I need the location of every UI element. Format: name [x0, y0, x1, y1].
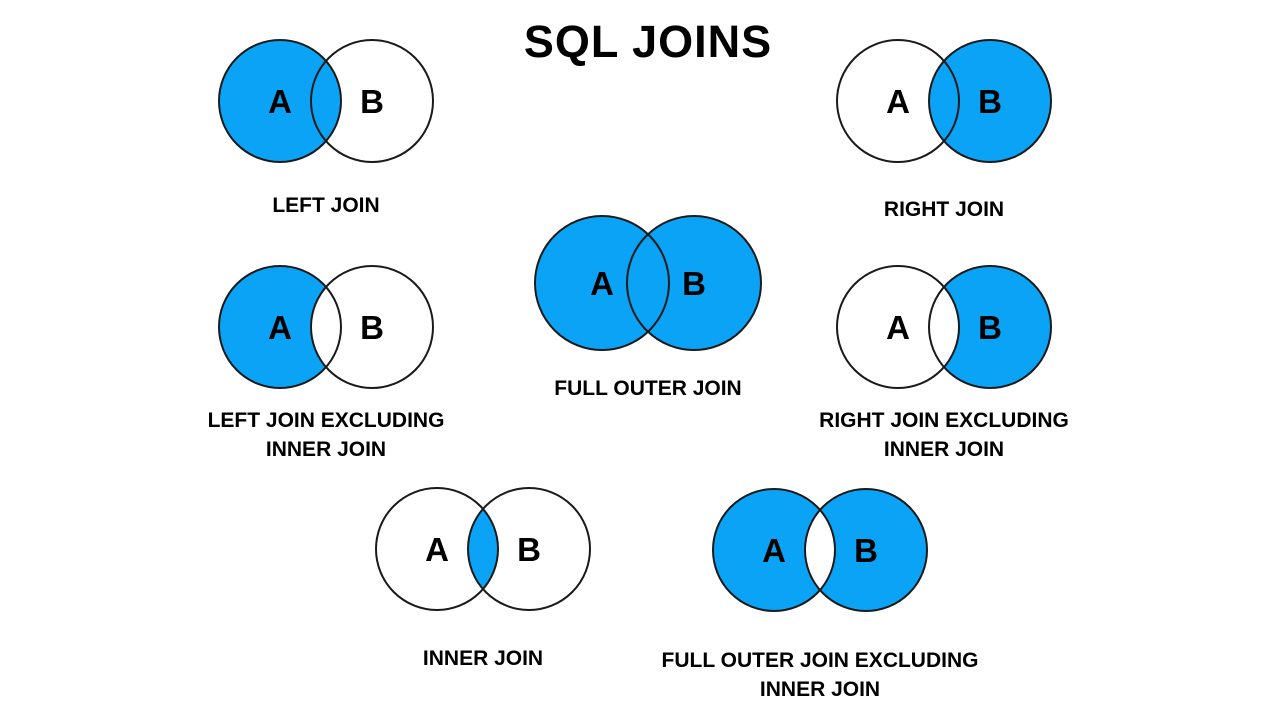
circle-b-outline [804, 488, 928, 612]
set-label-b: B [517, 531, 541, 568]
circle-a-outline [836, 265, 960, 389]
page-title: SQL JOINS [523, 16, 773, 67]
set-label-b: B [682, 265, 706, 302]
circle-a-fill [219, 40, 341, 162]
set-label-a: A [590, 265, 614, 302]
venn-inner-join: A B INNER JOIN [333, 485, 633, 673]
lens-region [929, 286, 959, 368]
set-label-b: B [360, 309, 384, 346]
venn-graphic: A B [712, 488, 928, 612]
circle-b-outline [310, 265, 434, 389]
circle-b-fill [311, 40, 433, 162]
circle-b-fill [929, 266, 1051, 388]
venn-full-outer-join: A B FULL OUTER JOIN [488, 213, 808, 403]
circle-b-outline [467, 487, 591, 611]
venn-caption: LEFT JOIN EXCLUDING INNER JOIN [208, 406, 445, 464]
venn-caption: RIGHT JOIN EXCLUDING INNER JOIN [819, 406, 1069, 464]
circle-a-outline [375, 487, 499, 611]
circle-b-fill [311, 266, 433, 388]
venn-caption-line: FULL OUTER JOIN [554, 377, 742, 400]
venn-full-outer-join-excluding-inner-join: A B FULL OUTER JOIN EXCLUDING INNER JOIN [640, 486, 1000, 704]
circle-a-outline [218, 39, 342, 163]
lens-region [627, 234, 669, 332]
set-label-b: B [360, 83, 384, 120]
circle-b-fill [929, 40, 1051, 162]
circle-a-outline [836, 39, 960, 163]
set-label-a: A [886, 83, 910, 120]
set-label-b: B [978, 83, 1002, 120]
venn-caption-line: INNER JOIN [759, 678, 881, 701]
venn-caption-line: RIGHT JOIN EXCLUDING [819, 409, 1069, 432]
lens-region [468, 508, 498, 590]
venn-caption-line: LEFT JOIN [272, 194, 380, 217]
set-label-a: A [425, 531, 449, 568]
venn-right-join-excluding-inner-join: A B RIGHT JOIN EXCLUDING INNER JOIN [794, 263, 1094, 464]
lens-region [805, 509, 835, 591]
venn-right-join: A B RIGHT JOIN [794, 37, 1094, 224]
set-label-a: A [268, 309, 292, 346]
venn-caption-line: LEFT JOIN EXCLUDING [207, 409, 445, 432]
venn-graphic: A B [218, 39, 434, 163]
lens-region [311, 60, 341, 142]
venn-caption-line: RIGHT JOIN [883, 198, 1005, 221]
circle-b-outline [928, 265, 1052, 389]
circle-a-outline [534, 215, 670, 351]
lens-region [311, 286, 341, 368]
venn-graphic: A B [375, 487, 591, 611]
lens-region [929, 60, 959, 142]
venn-left-join-excluding-inner-join: A B LEFT JOIN EXCLUDING INNER JOIN [176, 263, 476, 464]
circle-a-fill [219, 266, 341, 388]
set-label-a: A [762, 532, 786, 569]
venn-caption: FULL OUTER JOIN EXCLUDING INNER JOIN [662, 646, 979, 704]
set-label-b: B [854, 532, 878, 569]
circle-b-fill [805, 489, 927, 611]
set-label-b: B [978, 309, 1002, 346]
venn-caption: FULL OUTER JOIN [554, 374, 741, 403]
venn-graphic: A B [534, 215, 762, 351]
venn-caption-line: INNER JOIN [265, 438, 387, 461]
venn-caption: INNER JOIN [423, 644, 543, 673]
circle-a-fill [837, 40, 959, 162]
venn-caption-line: FULL OUTER JOIN EXCLUDING [661, 649, 979, 672]
venn-graphic: A B [836, 39, 1052, 163]
venn-caption-line: INNER JOIN [883, 438, 1005, 461]
venn-left-join: A B LEFT JOIN [176, 37, 476, 220]
circle-a-fill [376, 488, 498, 610]
venn-caption: LEFT JOIN [272, 191, 379, 220]
venn-caption-line: INNER JOIN [422, 647, 544, 670]
venn-graphic: A B [218, 265, 434, 389]
venn-graphic: A B [836, 265, 1052, 389]
circle-a-fill [713, 489, 835, 611]
set-label-a: A [886, 309, 910, 346]
circle-a-outline [712, 488, 836, 612]
circle-b-outline [928, 39, 1052, 163]
venn-caption: RIGHT JOIN [884, 195, 1004, 224]
circle-b-outline [310, 39, 434, 163]
circle-b-outline [626, 215, 762, 351]
circle-a-outline [218, 265, 342, 389]
circle-b-fill [468, 488, 590, 610]
set-label-a: A [268, 83, 292, 120]
circle-a-fill [837, 266, 959, 388]
